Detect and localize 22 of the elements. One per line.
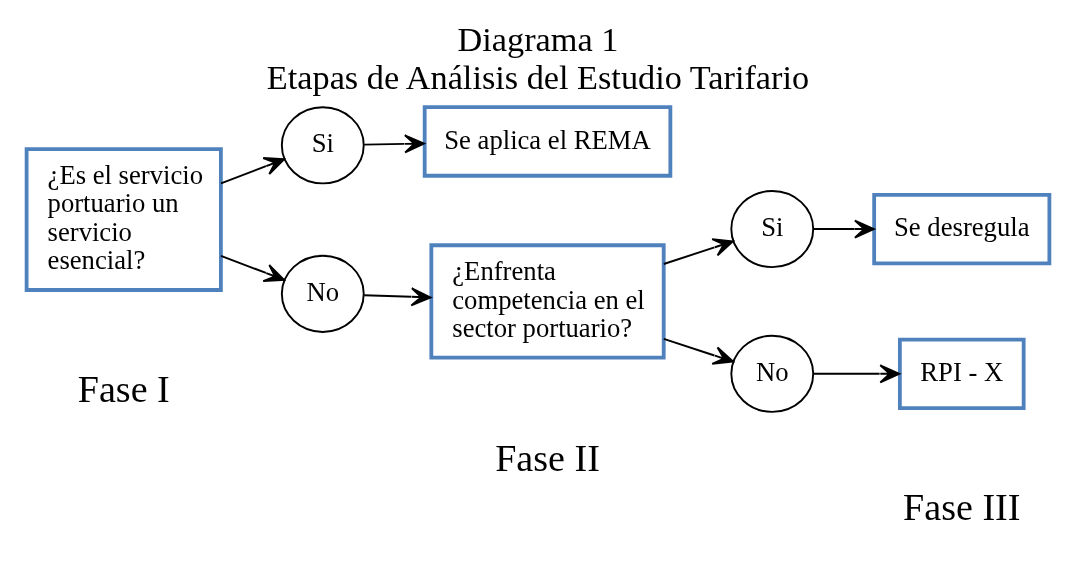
- arrow: [812, 219, 875, 239]
- caption: Etapas de Análisis del Estudio Tarifario: [266, 57, 810, 96]
- label: Fase I: [77, 368, 170, 411]
- node-circle: No: [730, 334, 815, 413]
- diagram-title: Diagrama 1: [457, 19, 619, 58]
- node-box: ¿Enfrenta competencia en el sector portuario?: [429, 243, 666, 360]
- label: Fase III: [903, 486, 1021, 529]
- node-circle: Si: [730, 190, 815, 269]
- arrow: [363, 134, 425, 154]
- arrow: [662, 238, 734, 265]
- label: Fase II: [495, 436, 600, 479]
- arrow: [220, 254, 286, 282]
- arrow: [363, 287, 432, 307]
- node-circle: Si: [280, 106, 365, 185]
- node-box: Se desregula: [872, 192, 1052, 266]
- node-circle: No: [280, 254, 365, 333]
- arrow: [220, 157, 286, 185]
- node-box: RPI - X: [897, 337, 1026, 410]
- node-box: Se aplica el REMA: [422, 105, 673, 178]
- arrow: [662, 337, 734, 365]
- node-box: ¿Es el servicio portuario un servicio esencial?: [24, 147, 223, 292]
- arrow: [812, 364, 901, 384]
